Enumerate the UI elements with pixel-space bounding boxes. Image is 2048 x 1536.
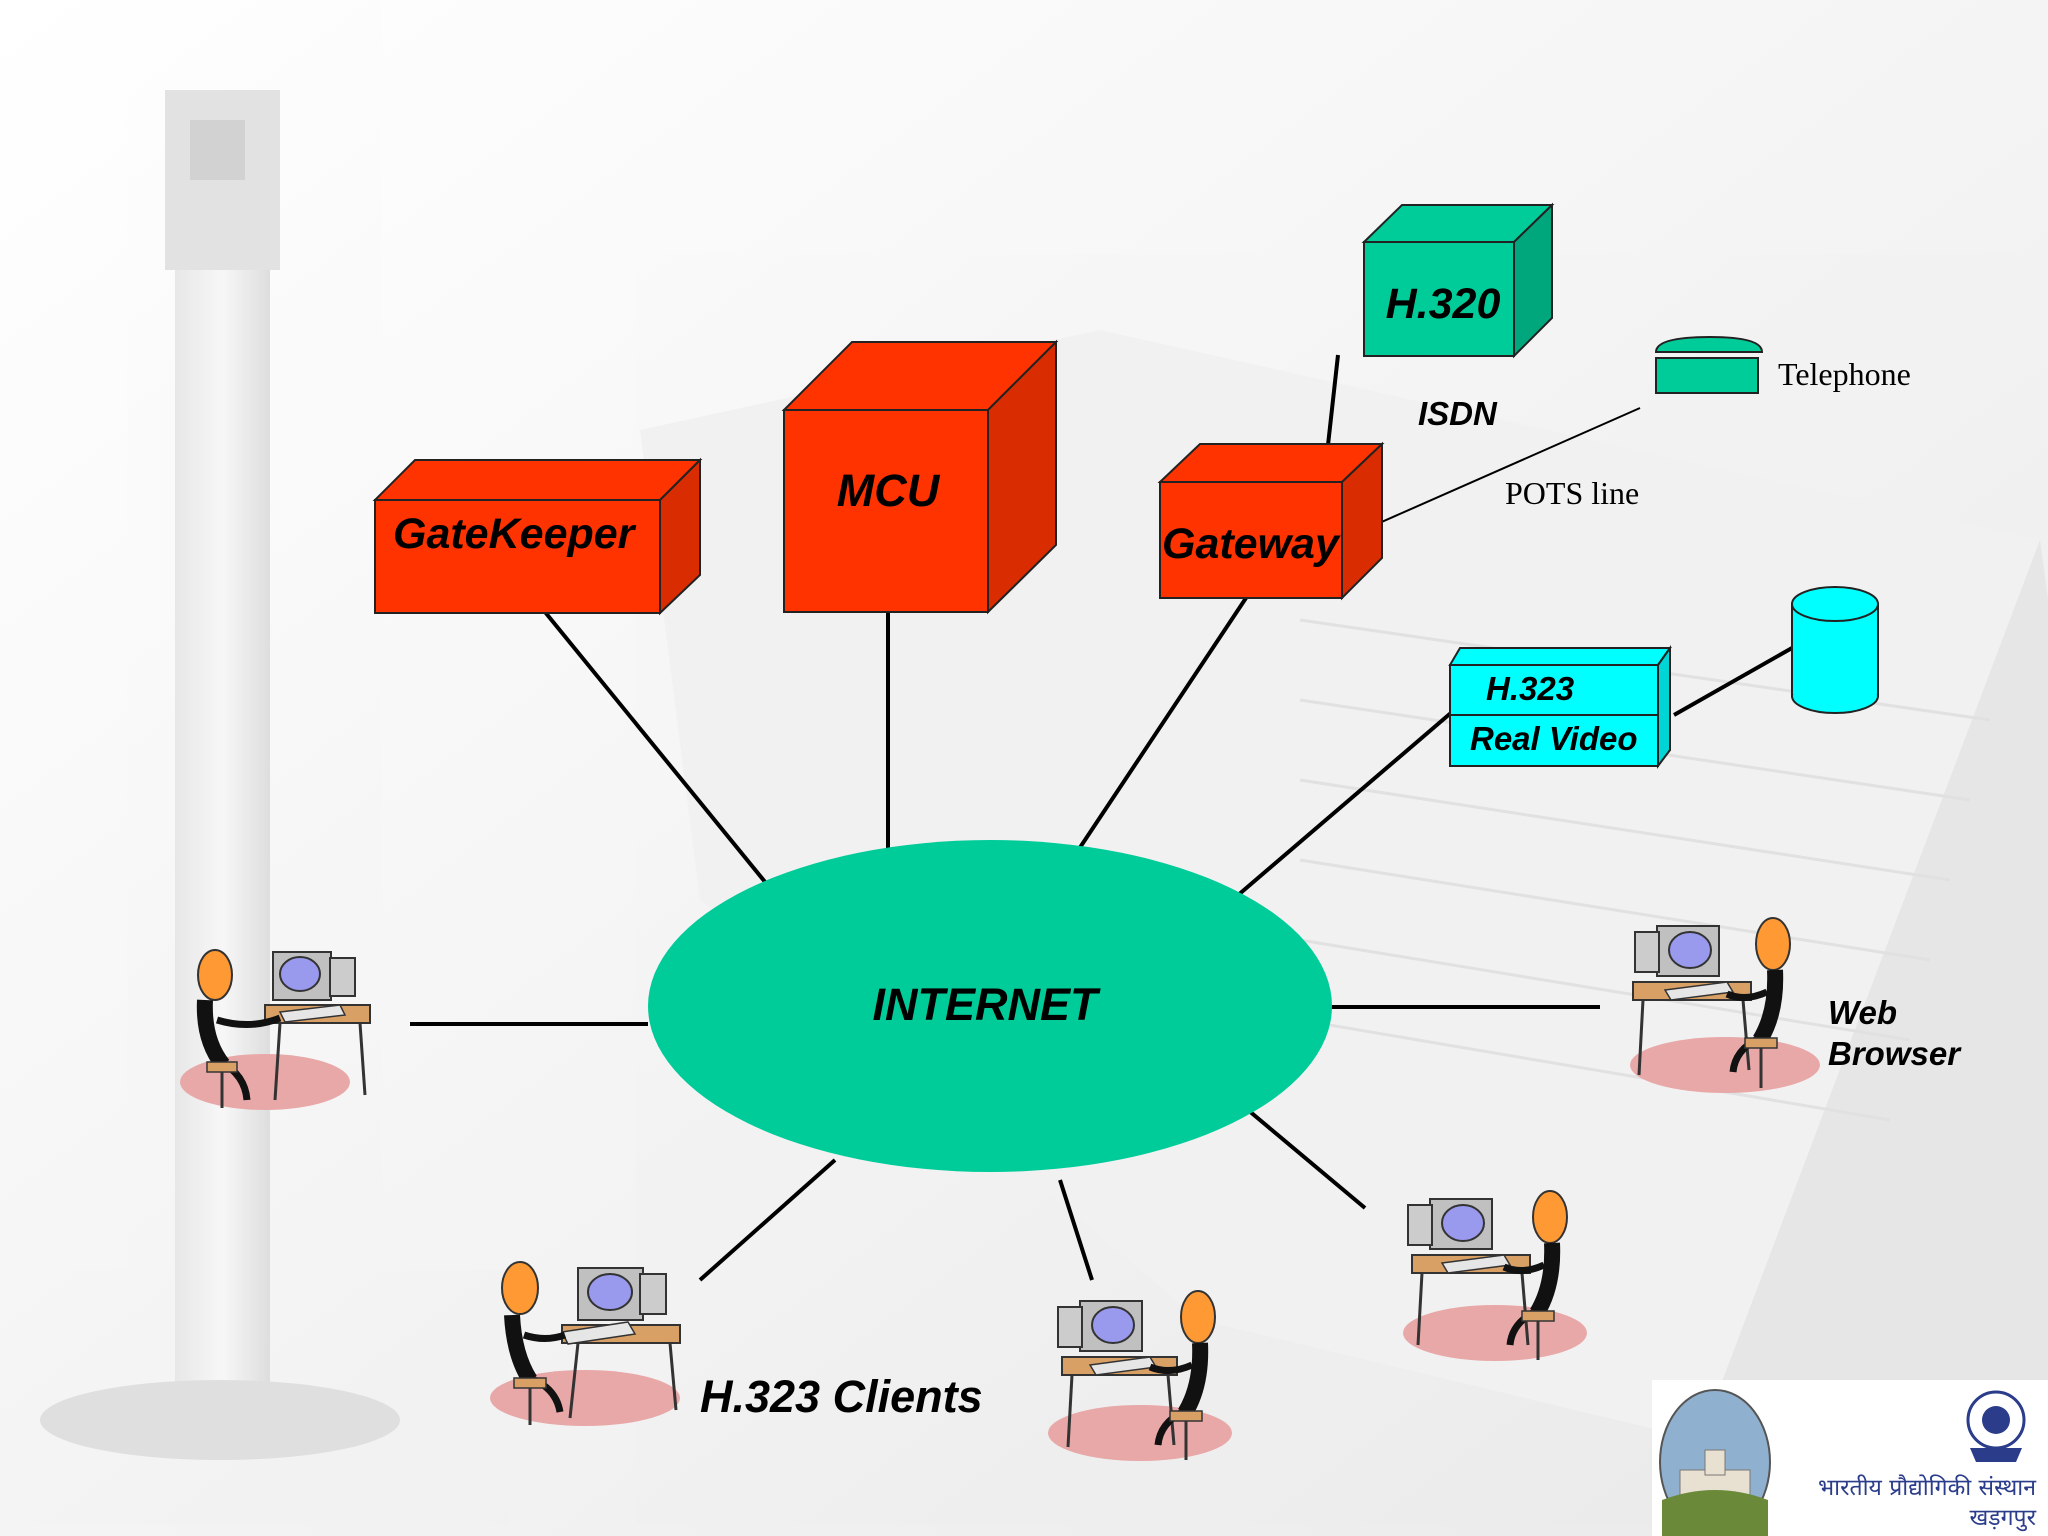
real-video-label: Real Video	[1470, 720, 1638, 757]
institute-logo: भारतीय प्रौद्योगिकी संस्थान खड़गपुर	[1652, 1380, 2048, 1536]
client-user-bottom-mid	[1048, 1290, 1232, 1461]
database-icon	[1791, 586, 1879, 714]
links	[410, 354, 1793, 1282]
client-user-right	[1403, 1190, 1587, 1361]
link-gatekeeper	[543, 610, 772, 890]
institute-city-hindi: खड़गपुर	[1969, 1505, 2036, 1532]
mcu-node: MCU	[781, 339, 1059, 615]
isdn-label: ISDN	[1418, 395, 1498, 432]
telephone-label: Telephone	[1778, 356, 1911, 392]
pots-line-label: POTS line	[1505, 475, 1639, 511]
h323-server-node: H.323 Real Video	[1448, 644, 1672, 769]
gatekeeper-node: GateKeeper	[372, 457, 703, 616]
link-isdn	[1326, 354, 1340, 446]
link-h323-server	[1228, 710, 1454, 904]
internet-node: INTERNET	[648, 840, 1332, 1172]
link-client-right	[1246, 1108, 1367, 1210]
institute-name-hindi: भारतीय प्रौद्योगिकी संस्थान	[1818, 1474, 2037, 1501]
client-user-left	[180, 949, 371, 1110]
internet-label: INTERNET	[873, 979, 1102, 1030]
client-user-bottom-left	[490, 1261, 681, 1426]
h323-server-label: H.323	[1486, 670, 1574, 707]
h320-label: H.320	[1386, 280, 1501, 328]
gatekeeper-label: GateKeeper	[393, 510, 637, 558]
pots-line	[1367, 407, 1641, 529]
link-client-bottom-mid	[1058, 1179, 1094, 1281]
link-client-bottom-left	[698, 1158, 837, 1282]
gateway-label: Gateway	[1162, 520, 1341, 568]
h320-node: H.320	[1361, 202, 1555, 359]
link-storage	[1673, 646, 1793, 717]
mcu-label: MCU	[837, 465, 941, 516]
link-gateway	[1073, 596, 1248, 857]
gateway-node: Gateway	[1157, 441, 1385, 601]
client-user-web-browser	[1630, 917, 1820, 1093]
web-browser-label-line2: Browser	[1828, 1035, 1962, 1072]
h323-clients-label: H.323 Clients	[700, 1371, 983, 1422]
web-browser-label-line1: Web	[1828, 994, 1897, 1031]
telephone-icon	[1654, 335, 1764, 394]
emblem-icon	[1966, 1390, 2026, 1462]
